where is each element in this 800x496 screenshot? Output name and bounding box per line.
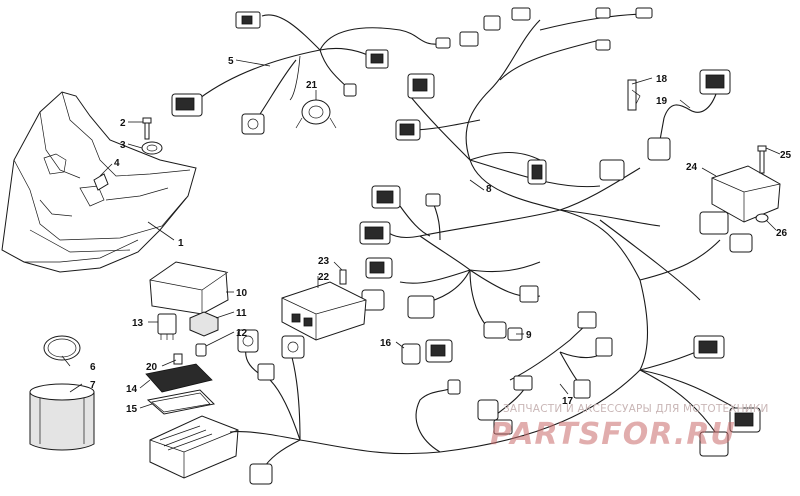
- sensor-harness: [647, 93, 717, 161]
- watermark-logo: PARTSFOR.RU: [490, 417, 736, 452]
- callout-8: 8: [486, 184, 492, 195]
- seal-ring: [43, 335, 81, 361]
- callout-24: 24: [686, 162, 698, 173]
- bracket: [93, 173, 109, 191]
- callout-22: 22: [318, 272, 330, 283]
- callout-10: 10: [236, 288, 248, 299]
- callout-13: 13: [132, 318, 144, 329]
- callout-11: 11: [236, 308, 247, 319]
- callout-16: 16: [380, 338, 392, 349]
- callout-7: 7: [90, 380, 96, 391]
- callout-19: 19: [656, 96, 668, 107]
- fuse: [339, 269, 347, 285]
- headlight-harness: [171, 11, 451, 135]
- callout-9: 9: [526, 330, 532, 341]
- small-connector: [195, 343, 207, 357]
- watermark: ЗАПЧАСТИ И АКСЕССУАРЫ ДЛЯ МОТОТЕХНИКИ PA…: [490, 403, 769, 452]
- callout-3: 3: [120, 140, 126, 151]
- fuse-panel: [146, 389, 216, 415]
- control-module: [711, 165, 781, 223]
- clamp: [141, 141, 163, 155]
- callout-20: 20: [146, 362, 158, 373]
- callout-1: 1: [178, 238, 184, 249]
- relay: [157, 313, 177, 340]
- fuse-panel-cover: [145, 363, 213, 393]
- callout-25: 25: [780, 150, 792, 161]
- callout-5: 5: [228, 56, 234, 67]
- sub-harness-connector: [401, 339, 453, 365]
- washer: [755, 213, 769, 223]
- fuse-block: [281, 281, 367, 341]
- callout-15: 15: [126, 404, 138, 415]
- screw: [142, 117, 152, 140]
- callout-17: 17: [562, 396, 574, 407]
- callout-4: 4: [114, 158, 120, 169]
- main-harness: [299, 7, 761, 457]
- callout-18: 18: [656, 74, 668, 85]
- callout-labels: 1 2 3 4 5 6 7 8 9 10 11 12 13 14 15 16 1…: [90, 56, 792, 415]
- fuse-harness: [229, 329, 461, 485]
- callout-23: 23: [318, 256, 330, 267]
- bolt: [757, 145, 767, 174]
- fuse-holder-block: [149, 415, 239, 479]
- callout-6: 6: [90, 362, 96, 373]
- callout-12: 12: [236, 328, 248, 339]
- relay-box: [149, 261, 229, 315]
- watermark-tagline: ЗАПЧАСТИ И АКСЕССУАРЫ ДЛЯ МОТОТЕХНИКИ: [503, 403, 769, 415]
- callout-14: 14: [126, 384, 138, 395]
- leader-lines: [61, 59, 781, 409]
- protective-sleeve: [29, 383, 95, 451]
- callout-21: 21: [306, 80, 318, 91]
- callout-26: 26: [776, 228, 788, 239]
- small-relay: [189, 311, 219, 337]
- clip: [627, 79, 641, 111]
- bulb-socket: [295, 99, 337, 129]
- terminal: [173, 353, 183, 365]
- callout-2: 2: [120, 118, 126, 129]
- sub-harness: [477, 311, 613, 435]
